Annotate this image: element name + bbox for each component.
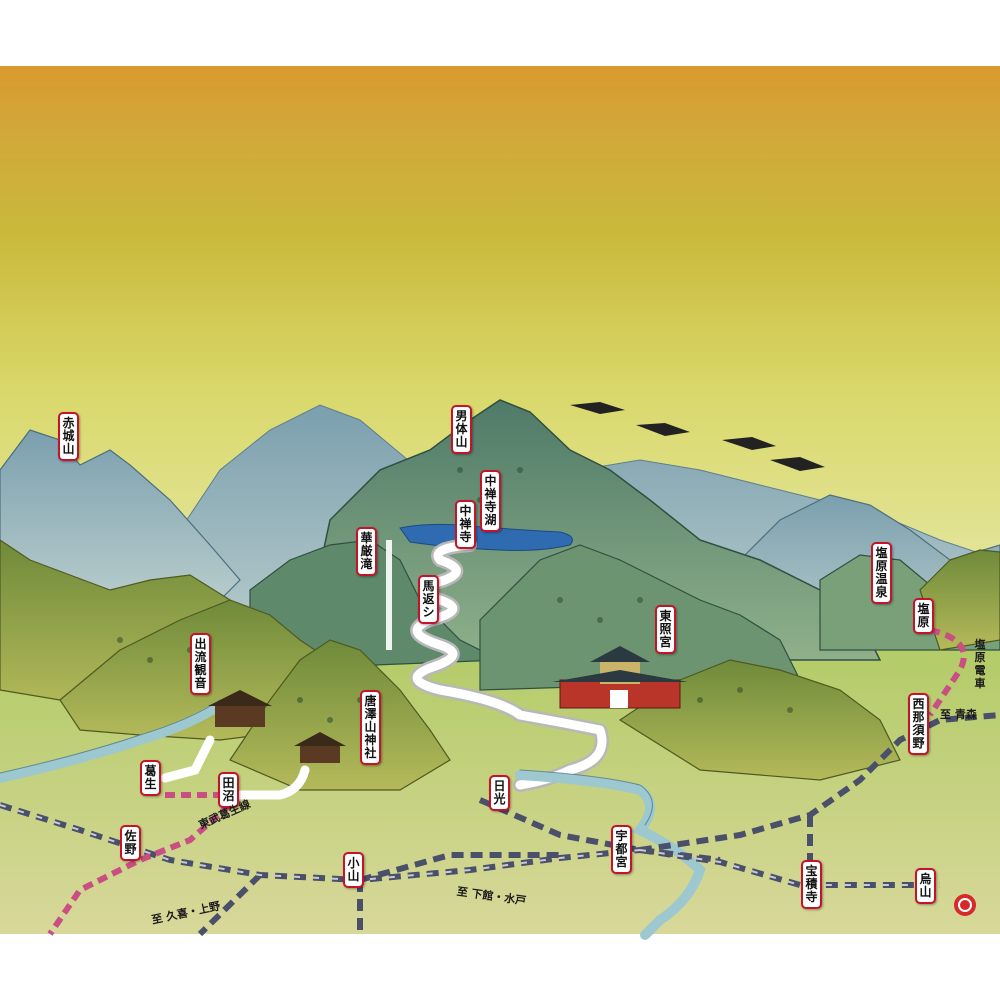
place-label-toshogu: 東照宮 <box>655 605 676 654</box>
izuru-temple <box>208 690 272 727</box>
station-label-hoshakuji: 宝積寺 <box>801 860 822 909</box>
far-east-foothills <box>919 549 1000 651</box>
station-label-oyama: 小山 <box>343 852 364 888</box>
place-label-chuzenji: 中禅寺 <box>455 500 476 549</box>
tobu-railway <box>47 792 235 936</box>
station-label-nishinasuno: 西那須野 <box>908 693 929 755</box>
place-label-akagi: 赤城山 <box>58 412 79 461</box>
station-label-karasuyama: 烏山 <box>915 868 936 904</box>
seal-stamp <box>954 894 976 916</box>
station-label-utsunomiya: 宇都宮 <box>611 825 632 874</box>
station-label-nikko: 日光 <box>489 775 510 811</box>
place-label-karasawa: 唐澤山神社 <box>360 690 381 765</box>
place-label-chuzenji-lake: 中禅寺湖 <box>480 470 501 532</box>
station-label-sano: 佐野 <box>120 825 141 861</box>
note-shiobara-densha: 塩原電車 <box>974 638 986 690</box>
kegon-falls <box>386 540 392 650</box>
station-label-kuzuu: 葛生 <box>140 760 161 796</box>
place-label-nantai: 男体山 <box>451 405 472 454</box>
shiobara-railway <box>927 627 967 717</box>
karasawa-hill <box>229 639 451 791</box>
east-foothills <box>618 659 901 781</box>
station-label-shiobara: 塩原 <box>913 598 934 634</box>
place-label-umagaeshi: 馬返シ <box>418 575 439 624</box>
karasawa-shrine <box>294 732 346 763</box>
kuzuu-road <box>160 735 310 800</box>
station-label-tanuma: 田沼 <box>218 772 239 808</box>
toshogu-shrine <box>552 646 688 709</box>
note-to-aomori: 至 青森 <box>940 708 977 721</box>
place-label-shiobara-onsen: 塩原温泉 <box>871 542 892 604</box>
place-label-kegon: 華厳滝 <box>356 527 377 576</box>
birds <box>570 402 825 471</box>
place-label-izuru-kannon: 出流観音 <box>190 633 211 695</box>
